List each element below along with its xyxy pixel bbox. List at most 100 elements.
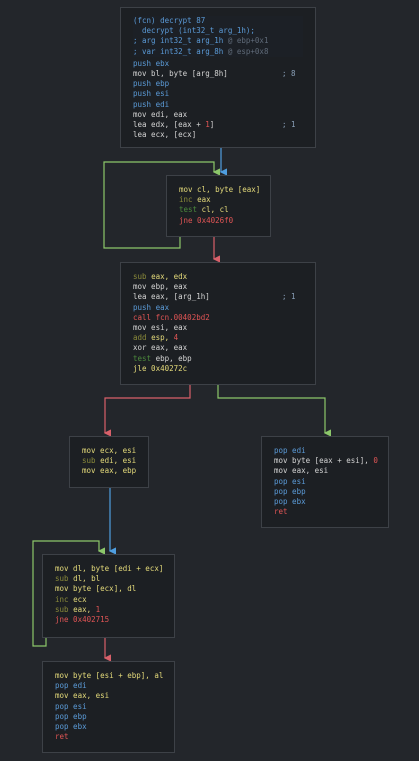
asm-token: sub [55, 604, 74, 614]
asm-line[interactable]: mov eax, ebp [82, 466, 136, 476]
asm-line[interactable]: test cl, cl [179, 205, 258, 215]
asm-line[interactable]: mov ecx, esi [82, 446, 136, 456]
asm-line[interactable]: push eax [133, 303, 303, 313]
asm-token: (fcn) decrypt 87 [133, 16, 206, 25]
asm-line[interactable]: lea ecx, [ecx] [133, 130, 303, 140]
asm-line[interactable]: add esp, 4 [133, 333, 303, 343]
asm-token: call fcn.00402bd2 [133, 312, 210, 322]
asm-line[interactable]: push ebp [133, 79, 303, 89]
asm-token: sub [82, 456, 101, 466]
asm-token: pop ebp [274, 486, 306, 496]
asm-line[interactable]: inc ecx [55, 595, 162, 605]
asm-token: push ebx [133, 58, 170, 68]
asm-line[interactable]: pop ebp [274, 487, 376, 497]
asm-token: @ ebp+0x1 [227, 36, 269, 46]
asm-token: mov bl, byte [arg_8h] [133, 68, 228, 78]
asm-line[interactable]: ret [274, 507, 376, 517]
asm-line[interactable]: jne 0x4026f0 [179, 216, 258, 226]
asm-token: decrypt (int32_t arg_1h); [133, 26, 255, 36]
asm-line[interactable]: pop edi [55, 681, 162, 691]
asm-token: ] [209, 119, 215, 129]
asm-line[interactable]: mov bl, byte [arg_8h] ; 8 [133, 69, 303, 79]
asm-token: lea edx, [eax + [133, 119, 206, 129]
asm-line[interactable]: pop ebp [55, 712, 162, 722]
asm-token: xor eax, eax [133, 343, 188, 353]
asm-token: mov dl, byte [edi + ecx] [55, 564, 164, 573]
asm-line[interactable]: ret [55, 732, 162, 742]
asm-line[interactable]: mov byte [eax + esi], 0 [274, 456, 378, 466]
asm-token: pop edi [55, 681, 87, 691]
asm-line[interactable]: mov byte [ecx], dl [55, 584, 162, 594]
asm-line[interactable]: sub edi, esi [82, 456, 136, 466]
asm-line[interactable]: inc eax [179, 195, 258, 205]
asm-line[interactable]: pop esi [274, 477, 376, 487]
asm-line[interactable]: pop esi [55, 702, 162, 712]
header-line[interactable]: decrypt (int32_t arg_1h); [133, 26, 303, 36]
asm-token: push esi [133, 89, 170, 99]
asm-token: ebp, ebp [155, 353, 192, 363]
asm-line[interactable]: mov eax, esi [55, 691, 162, 701]
asm-line[interactable]: mov ebp, eax [133, 282, 303, 292]
asm-token: inc [179, 195, 198, 205]
edge-b2-loop [103, 161, 220, 249]
asm-line[interactable]: test ebp, ebp [133, 354, 303, 364]
asm-line[interactable]: mov esi, eax [133, 323, 303, 333]
asm-line[interactable]: sub eax, edx [133, 272, 303, 282]
asm-token: push eax [133, 302, 170, 312]
asm-token: pop edi [274, 446, 306, 455]
asm-line[interactable]: mov eax, esi [274, 466, 376, 476]
asm-token: ; 8 [227, 68, 296, 78]
asm-token: 1 [205, 119, 210, 129]
asm-line[interactable]: jle 0x40272c [133, 364, 303, 374]
asm-line[interactable]: jne 0x402715 [55, 615, 162, 625]
asm-token: test [133, 353, 156, 363]
asm-line[interactable]: mov edi, eax [133, 110, 303, 120]
asm-line[interactable]: pop edi [274, 446, 376, 456]
asm-line[interactable]: sub dl, bl [55, 574, 162, 584]
asm-token: mov eax, esi [55, 691, 110, 701]
asm-token: eax [197, 195, 211, 205]
asm-line[interactable]: push esi [133, 89, 303, 99]
asm-line[interactable]: sub eax, 1 [55, 605, 162, 615]
asm-line[interactable]: mov cl, byte [eax] [179, 185, 260, 195]
asm-token: jle 0x40272c [133, 363, 188, 373]
asm-line[interactable]: mov byte [esi + ebp], al [55, 671, 164, 681]
asm-token: pop esi [274, 476, 306, 486]
asm-token: 1 [95, 604, 101, 614]
asm-token: pop ebx [274, 496, 306, 506]
asm-token: mov eax, ebp [82, 466, 137, 476]
asm-token: jne 0x402715 [55, 614, 110, 624]
asm-line[interactable]: pop ebx [55, 722, 162, 732]
asm-line[interactable]: push edi [133, 100, 303, 110]
asm-token: mov byte [esi + ebp], al [55, 671, 164, 680]
asm-token: ; arg int32_t arg_1h [133, 36, 228, 46]
asm-token: esp, [151, 333, 174, 343]
asm-line[interactable]: xor eax, eax [133, 343, 303, 353]
asm-line[interactable]: call fcn.00402bd2 [133, 313, 303, 323]
header-line[interactable]: ; var int32_t arg_8h @ esp+0x8 [133, 47, 303, 57]
asm-token: add [133, 333, 152, 343]
header-line[interactable]: ; arg int32_t arg_1h @ ebp+0x1 [133, 36, 303, 46]
asm-token: eax, [73, 604, 96, 614]
asm-token: sub [133, 272, 152, 281]
asm-line[interactable]: mov dl, byte [edi + ecx] [55, 564, 164, 574]
edge-b3-b5 [217, 385, 331, 437]
asm-token: mov esi, eax [133, 322, 188, 332]
asm-line[interactable]: lea edx, [eax + 1] ; 1 [133, 120, 303, 130]
asm-line[interactable]: push ebx [133, 59, 303, 69]
asm-token: pop esi [55, 701, 87, 711]
header-line[interactable]: (fcn) decrypt 87 [133, 16, 303, 26]
asm-line[interactable]: lea eax, [arg_1h] ; 1 [133, 292, 303, 302]
asm-line[interactable]: pop ebx [274, 497, 376, 507]
block-entry[interactable]: (fcn) decrypt 87 decrypt (int32_t arg_1h… [120, 7, 316, 148]
